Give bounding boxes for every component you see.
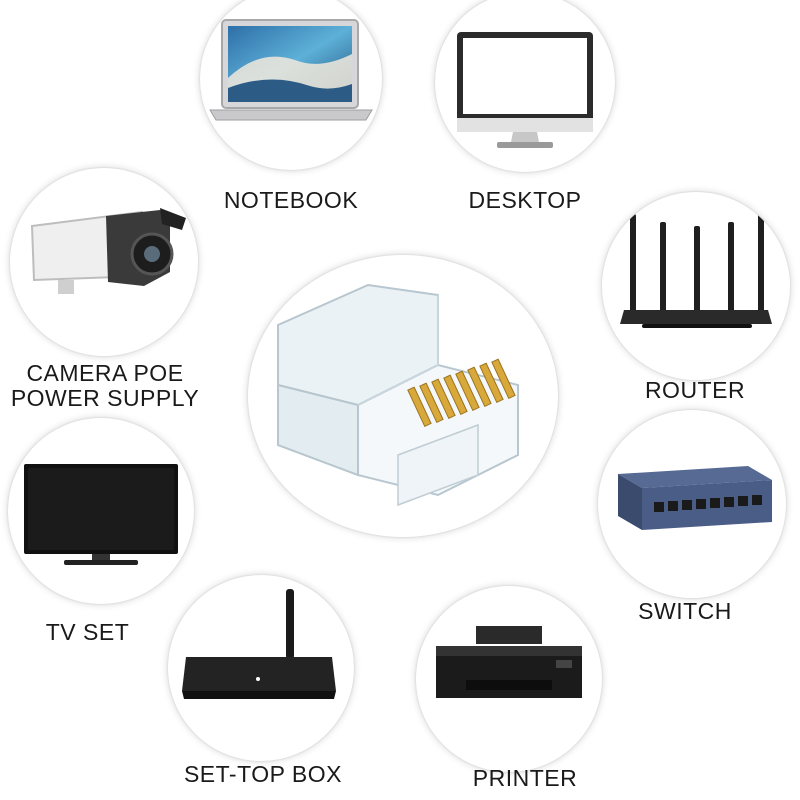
router-icon bbox=[620, 214, 772, 328]
notebook-label: NOTEBOOK bbox=[223, 187, 359, 213]
router-label: ROUTER bbox=[644, 377, 746, 403]
camera-label-line2: POWER SUPPLY bbox=[10, 385, 200, 411]
monitor-icon bbox=[457, 32, 593, 148]
laptop-icon bbox=[209, 19, 373, 121]
desktop-circle bbox=[435, 0, 615, 172]
tv-icon bbox=[24, 464, 178, 565]
tv-circle bbox=[8, 418, 194, 604]
notebook-circle bbox=[200, 0, 382, 170]
printer-label: PRINTER bbox=[472, 765, 578, 791]
rj45-connector-icon bbox=[277, 283, 519, 507]
router-circle bbox=[602, 192, 790, 380]
switch-label: SWITCH bbox=[638, 598, 732, 624]
switch-circle bbox=[598, 410, 786, 598]
camera-circle bbox=[10, 168, 198, 356]
printer-icon bbox=[436, 626, 582, 698]
desktop-label: DESKTOP bbox=[468, 187, 582, 213]
tv-label: TV SET bbox=[45, 619, 130, 645]
network-switch-icon bbox=[618, 466, 772, 530]
settop-circle bbox=[168, 575, 354, 761]
settop-label: SET-TOP BOX bbox=[183, 761, 343, 787]
camera-label: CAMERA POE POWER SUPPLY bbox=[0, 361, 210, 411]
printer-circle bbox=[416, 586, 602, 772]
security-camera-icon bbox=[30, 208, 186, 294]
center-connector-circle bbox=[248, 255, 558, 537]
set-top-box-icon bbox=[182, 589, 336, 699]
camera-label-line1: CAMERA POE bbox=[26, 360, 184, 386]
